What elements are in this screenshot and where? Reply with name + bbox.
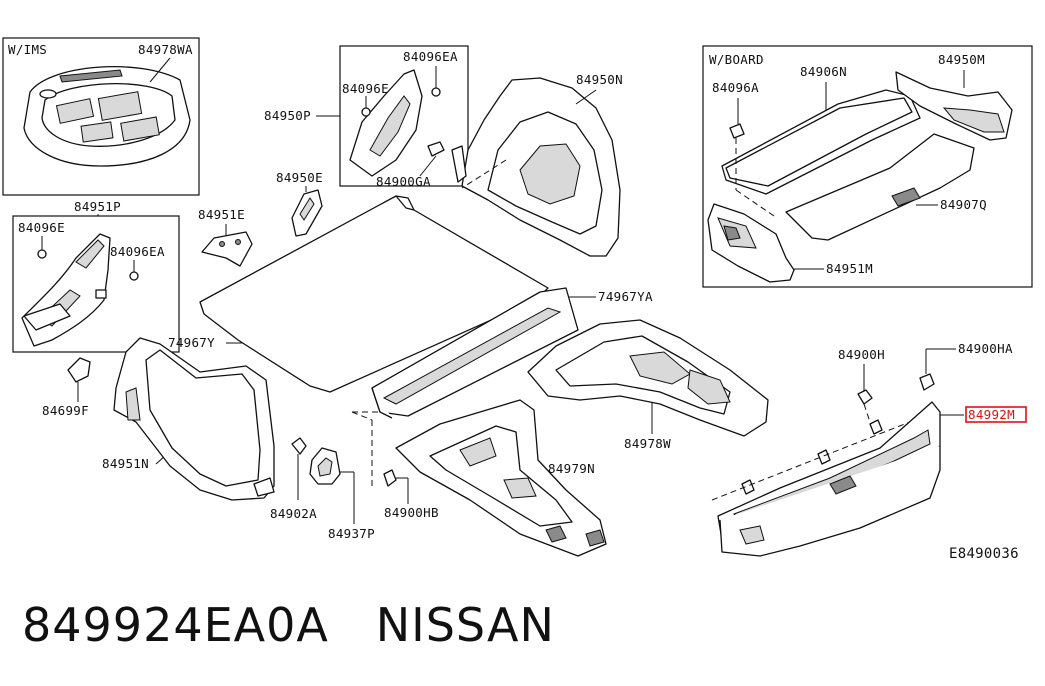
label-84950p: 84950P (264, 108, 311, 123)
exploded-view-drawing: W/IMS 84978WA 84951P 84096E 84096EA 8469… (2, 37, 1033, 562)
label-84900ga: 84900GA (376, 174, 431, 189)
footer-spacer (329, 598, 376, 652)
trim-84951m (707, 203, 795, 283)
clips-84900h (741, 373, 935, 495)
trim-84950m (895, 71, 1013, 141)
hook-84937p (309, 447, 355, 524)
footer-brand: NISSAN (375, 598, 555, 652)
diagram-code: E8490036 (949, 546, 1019, 562)
label-84978wa: 84978WA (138, 42, 193, 57)
label-84906n: 84906N (800, 64, 847, 79)
board-box (702, 45, 1033, 288)
ims-box (2, 37, 200, 196)
highlight-box-84992m (965, 406, 1027, 423)
label-84900ha: 84900HA (958, 341, 1013, 356)
bracket-84950e (291, 186, 323, 237)
label-84900h: 84900H (838, 347, 885, 362)
clip-84900hb (383, 469, 409, 504)
label-84950n: 84950N (576, 72, 623, 87)
label-84907q: 84907Q (940, 197, 987, 212)
sill-plate-84992m (717, 401, 941, 557)
board-84907q (785, 133, 975, 241)
label-84699f: 84699F (42, 403, 89, 418)
label-84951n: 84951N (102, 456, 149, 471)
footer-part-number: 849924EA0A (22, 598, 329, 652)
group-84951p-title: 84951P (74, 199, 121, 214)
clip-84900ga (419, 141, 445, 177)
label-84096a: 84096A (712, 80, 759, 95)
label-84979n: 84979N (548, 461, 595, 476)
clip-84699f (67, 357, 91, 402)
panel-74967ya (371, 287, 579, 419)
spare-tire-tray-ims (23, 57, 191, 167)
board-box-title: W/BOARD (709, 52, 764, 67)
label-84096e-b: 84096E (342, 81, 389, 96)
label-84096ea-a: 84096EA (110, 244, 165, 259)
trim-84950p (349, 66, 441, 177)
clip-84096a (729, 123, 745, 139)
tray-84979n (395, 399, 607, 557)
label-84900hb: 84900HB (384, 505, 439, 520)
label-74967ya: 74967YA (598, 289, 653, 304)
label-84951m: 84951M (826, 261, 873, 276)
label-84950e: 84950E (276, 170, 323, 185)
trim-84951p (21, 233, 139, 347)
label-84902a: 84902A (270, 506, 317, 521)
label-84992m: 84992M (968, 407, 1015, 422)
label-84951e: 84951E (198, 207, 245, 222)
label-84978w: 84978W (624, 436, 671, 451)
label-84096ea-b: 84096EA (403, 49, 458, 64)
trim-84950n (451, 77, 621, 257)
trim-84951n (113, 337, 275, 501)
label-74967y: 74967Y (168, 335, 215, 350)
label-84950m: 84950M (938, 52, 985, 67)
clip-84902a (291, 437, 307, 500)
label-84937p: 84937P (328, 526, 375, 541)
bracket-84951e (201, 224, 253, 267)
footer-caption: 849924EA0A NISSAN (22, 598, 555, 652)
board-84906n (721, 89, 921, 195)
spare-tire-tray-84978w (527, 319, 769, 437)
label-84096e-a: 84096E (18, 220, 65, 235)
group-84951p-box (12, 215, 180, 353)
ims-box-title: W/IMS (8, 42, 47, 57)
